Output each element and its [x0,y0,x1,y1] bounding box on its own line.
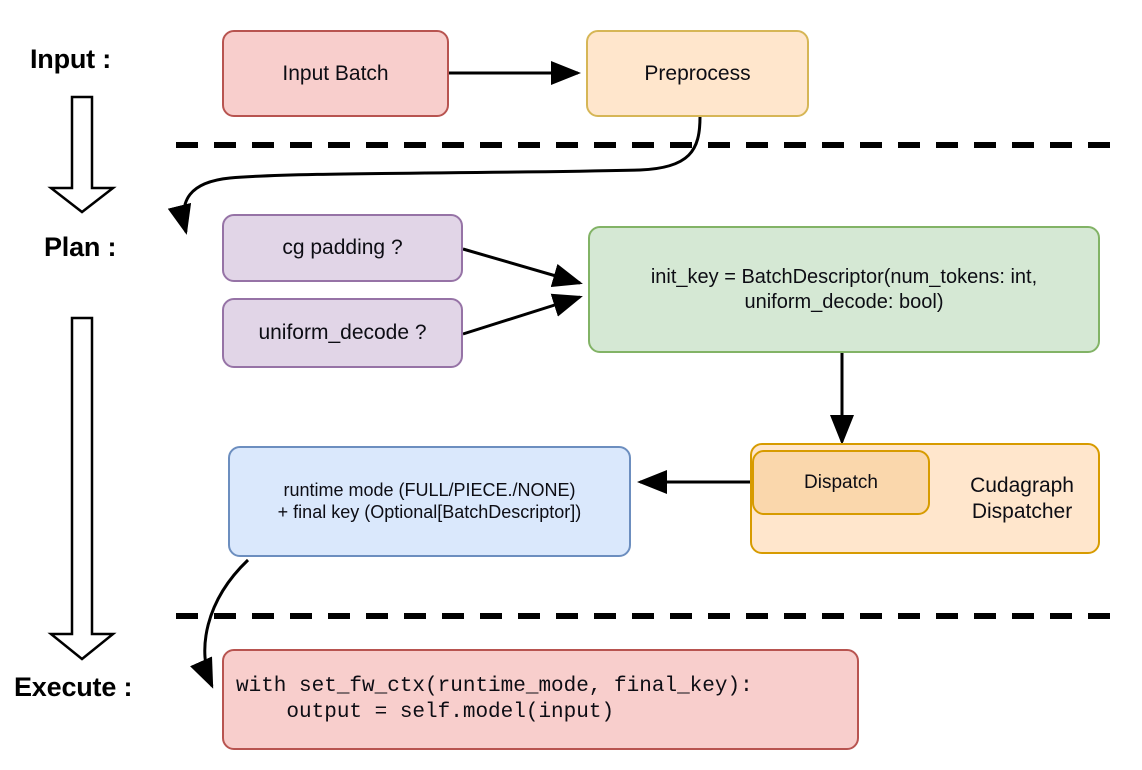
flow-arrow-plan-to-execute [47,316,117,661]
stage-label-input: Input : [30,44,112,74]
node-execute-code[interactable]: with set_fw_ctx(runtime_mode, final_key)… [222,649,859,750]
flow-arrow-input-to-plan [47,95,117,214]
node-cg-padding[interactable]: cg padding ? [222,214,463,282]
node-runtime-mode[interactable]: runtime mode (FULL/PIECE./NONE) + final … [228,446,631,557]
node-input-batch[interactable]: Input Batch [222,30,449,117]
node-preprocess[interactable]: Preprocess [586,30,809,117]
edge-uniform-decode-to-init-key [462,293,583,336]
node-init-key[interactable]: init_key = BatchDescriptor(num_tokens: i… [588,226,1100,353]
stage-label-plan: Plan : [44,232,117,262]
node-uniform-decode[interactable]: uniform_decode ? [222,298,463,368]
node-dispatch[interactable]: Dispatch [752,450,930,515]
edge-cg-padding-to-init-key [462,247,583,287]
stage-label-execute: Execute : [14,672,133,702]
